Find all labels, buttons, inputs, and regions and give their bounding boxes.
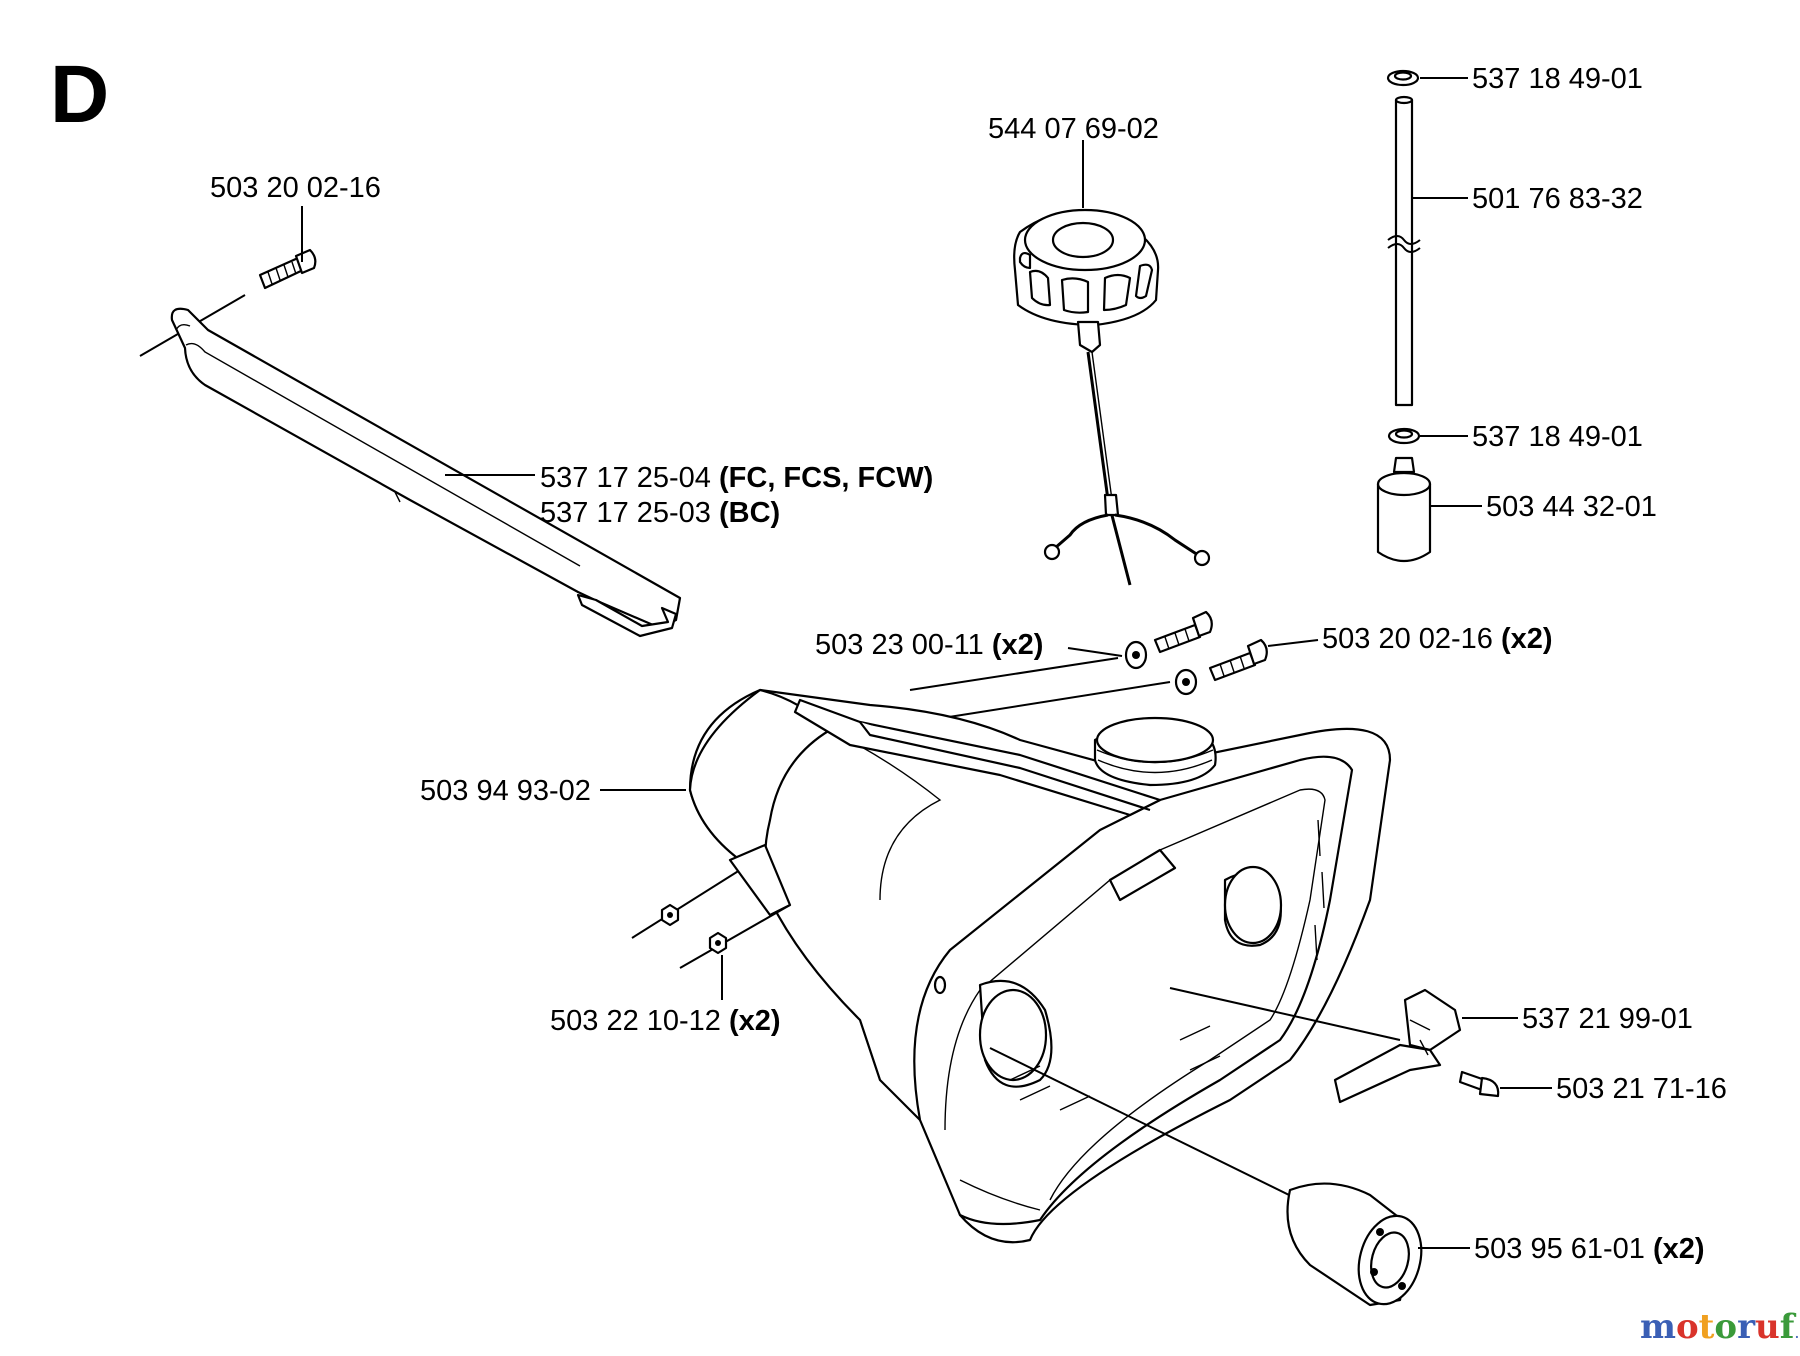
watermark-letter: t — [1699, 1307, 1715, 1347]
watermark-letter: o — [1676, 1307, 1699, 1347]
fuel-pickup-part — [1043, 351, 1211, 586]
watermark-letter: u — [1755, 1307, 1780, 1347]
label-handle-screw: 503 20 02-16 — [210, 172, 381, 204]
watermark-letter: m — [1640, 1307, 1676, 1347]
fuel-hose-assembly — [1376, 69, 1482, 563]
damper-part — [989, 1047, 1470, 1307]
label-screw-left: 503 23 00-11 (x2) — [815, 629, 1043, 661]
section-letter: D — [50, 49, 109, 140]
watermark-logo: motoruf.de — [1640, 1307, 1800, 1347]
watermark-letter: o — [1714, 1307, 1737, 1347]
watermark-letter: f — [1780, 1307, 1797, 1347]
label-fuel-hose: 501 76 83-32 — [1472, 183, 1643, 215]
label-handle-fc: 537 17 25-04 (FC, FCS, FCW) — [540, 462, 933, 494]
label-grommet-top: 537 18 49-01 — [1472, 63, 1643, 95]
bracket-part — [1169, 987, 1552, 1104]
tank-screws-part — [909, 610, 1319, 721]
label-handle-bc: 537 17 25-03 (BC) — [540, 497, 780, 529]
label-screw-right: 503 20 02-16 (x2) — [1322, 623, 1553, 655]
label-tank: 503 94 93-02 — [420, 775, 591, 807]
label-fuel-cap: 544 07 69-02 — [988, 113, 1159, 145]
fuel-tank-part — [600, 688, 1392, 1244]
fuel-cap-part — [1013, 140, 1160, 354]
label-bracket: 537 21 99-01 — [1522, 1003, 1693, 1035]
label-bracket-screw: 503 21 71-16 — [1556, 1073, 1727, 1105]
label-grommet-bottom: 537 18 49-01 — [1472, 421, 1643, 453]
label-fuel-filter: 503 44 32-01 — [1486, 491, 1657, 523]
label-nut: 503 22 10-12 (x2) — [550, 1005, 781, 1037]
label-damper: 503 95 61-01 (x2) — [1474, 1233, 1705, 1265]
svg-text:motoruf.de: motoruf.de — [1640, 1307, 1800, 1347]
nuts-part — [631, 843, 792, 1000]
watermark-suffix: .de — [1794, 1323, 1800, 1342]
handle-screw-part — [258, 206, 317, 290]
watermark-letter: r — [1737, 1307, 1756, 1347]
handle-part — [139, 294, 682, 638]
